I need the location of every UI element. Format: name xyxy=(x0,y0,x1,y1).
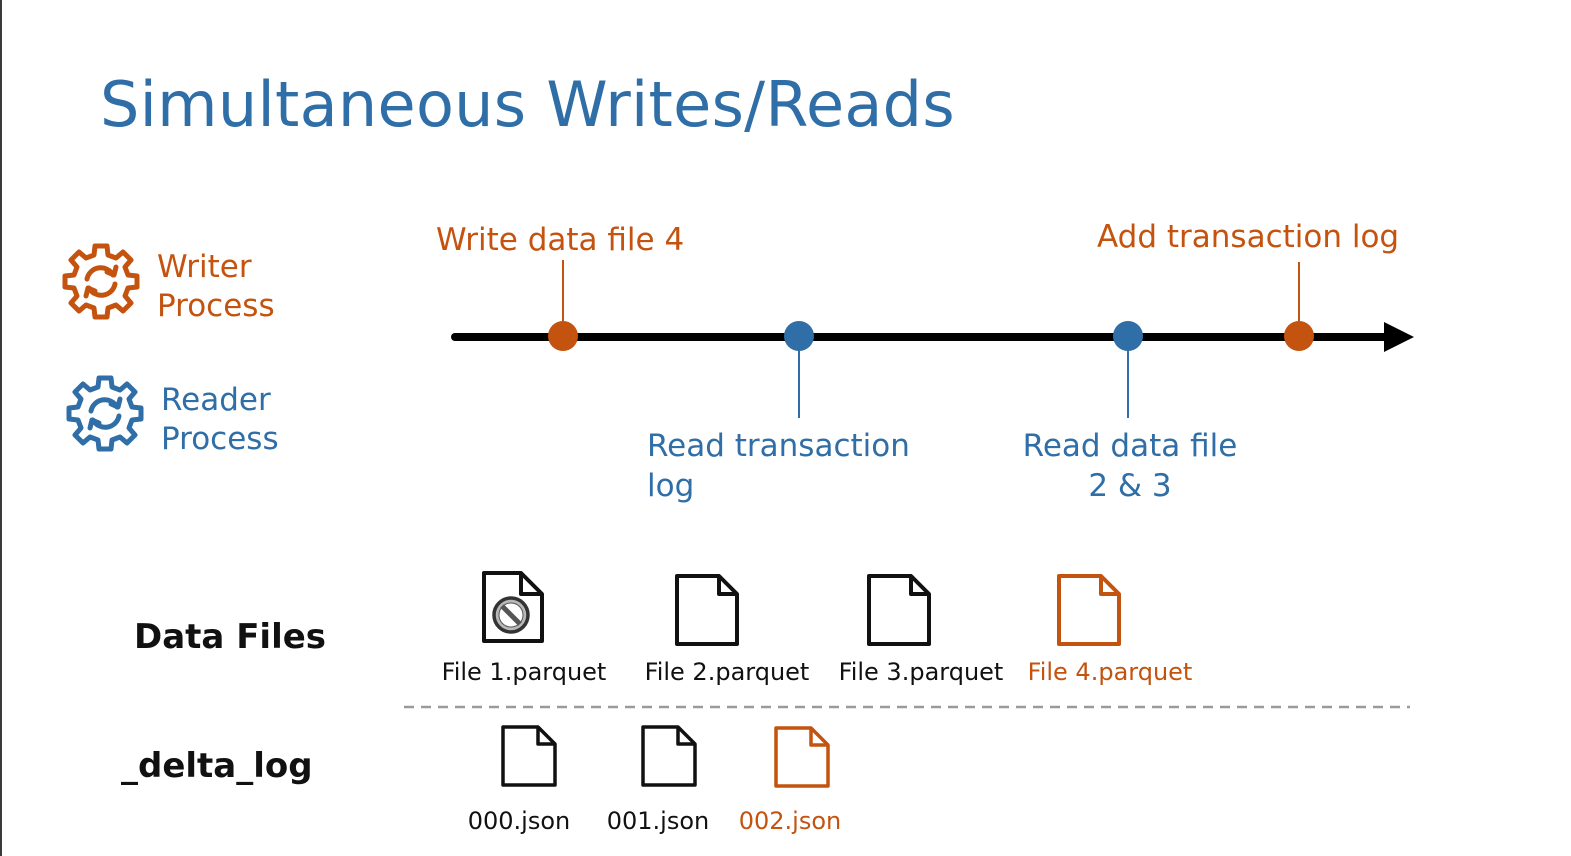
event-label-write-data-file: Write data file 4 xyxy=(436,222,685,258)
writer-gear-sync-icon xyxy=(62,243,140,320)
event-label-line1: Read data file xyxy=(1022,428,1238,464)
event-marker-read-data-file xyxy=(1113,321,1143,351)
event-label-line2: 2 & 3 xyxy=(1088,468,1172,504)
file-2-icon xyxy=(675,574,739,646)
event-marker-write-data-file xyxy=(548,321,578,351)
slide-border xyxy=(0,0,2,856)
delta-log-file-name: 002.json xyxy=(738,807,842,835)
event-marker-add-transaction-log xyxy=(1284,321,1314,351)
file-3-icon xyxy=(867,574,931,646)
timeline-arrowhead xyxy=(1384,322,1414,352)
data-file-name: File 1.parquet xyxy=(441,658,607,686)
event-label-line2: log xyxy=(647,468,695,504)
data-file-name: File 3.parquet xyxy=(838,658,1004,686)
event-label-read-transaction-log: Read transaction log xyxy=(647,426,910,506)
event-label-read-data-file: Read data file 2 & 3 xyxy=(1015,426,1245,506)
json-001-file-icon xyxy=(641,725,697,787)
deleted-file-icon xyxy=(482,571,544,643)
delta-log-file-name: 001.json xyxy=(606,807,710,835)
json-000-file-icon xyxy=(501,725,557,787)
data-file-name: File 4.parquet xyxy=(1027,658,1193,686)
writer-label-line2: Process xyxy=(157,288,275,324)
reader-label-line2: Process xyxy=(161,421,279,457)
delta-log-label: _delta_log xyxy=(121,746,313,786)
writer-label-line1: Writer xyxy=(157,249,252,285)
file-4-icon xyxy=(1057,574,1121,646)
delta-log-file-name: 000.json xyxy=(467,807,571,835)
data-files-label: Data Files xyxy=(134,617,327,657)
reader-gear-sync-icon xyxy=(66,375,144,452)
event-label-line1: Read transaction xyxy=(647,428,910,464)
writer-legend-label: Writer Process xyxy=(157,248,275,326)
slide-title: Simultaneous Writes/Reads xyxy=(100,68,955,141)
event-marker-read-transaction-log xyxy=(784,321,814,351)
data-file-name: File 2.parquet xyxy=(644,658,810,686)
event-label-add-transaction-log: Add transaction log xyxy=(1097,219,1400,255)
reader-label-line1: Reader xyxy=(161,382,271,418)
json-002-file-icon xyxy=(774,726,830,788)
reader-legend-label: Reader Process xyxy=(161,381,279,459)
